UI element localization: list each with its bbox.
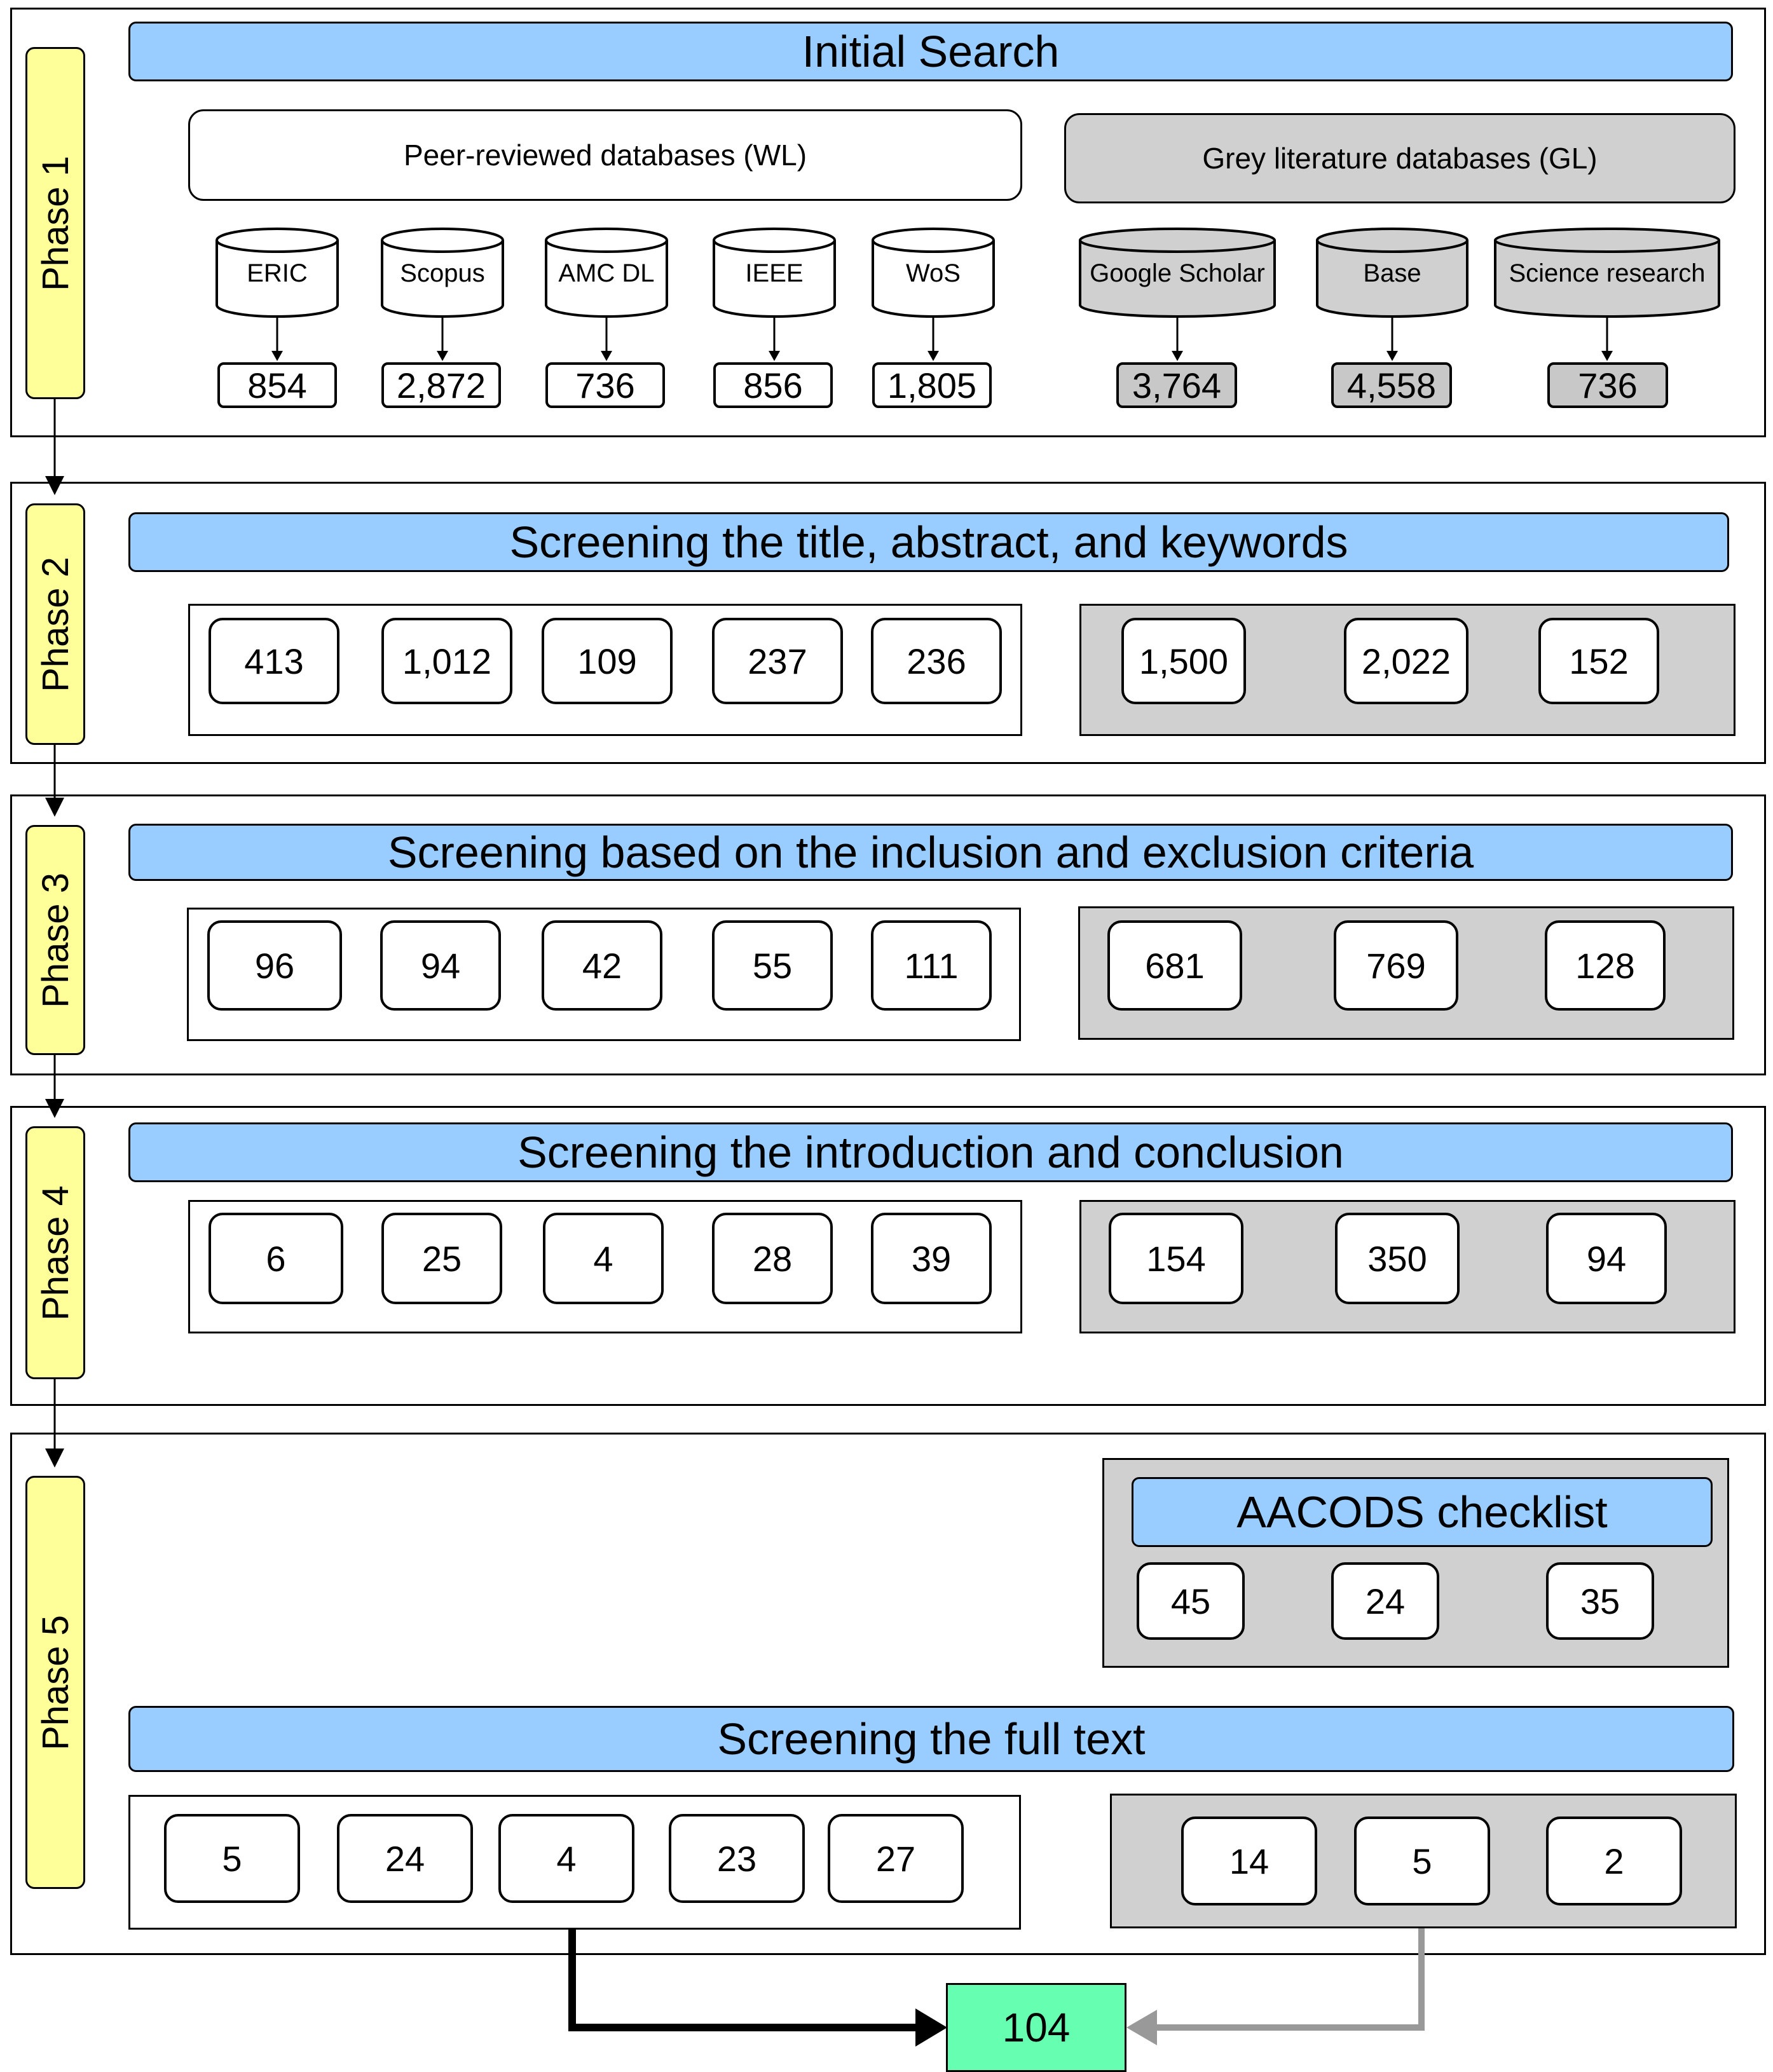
final-total-box: 104 <box>946 1983 1126 2072</box>
db-base-label: Base <box>1363 259 1421 287</box>
count-science-research: 736 <box>1547 362 1668 408</box>
phase-4-title: Screening the introduction and conclusio… <box>128 1122 1733 1182</box>
aacods-count: 35 <box>1546 1562 1654 1640</box>
count-amcdl: 736 <box>545 362 665 408</box>
phase-4-wl-count: 25 <box>381 1213 502 1304</box>
phase-3-title: Screening based on the inclusion and exc… <box>128 824 1733 881</box>
phase-1-title: Initial Search <box>128 22 1733 81</box>
count-google-scholar: 3,764 <box>1116 362 1237 408</box>
phase-3-tab: Phase 3 <box>25 825 85 1055</box>
phase-4-wl-count: 6 <box>209 1213 343 1304</box>
phase-2-gl-count: 152 <box>1538 618 1659 704</box>
phase-2-gl-count: 1,500 <box>1121 618 1246 704</box>
phase-5-label: Phase 5 <box>34 1614 76 1750</box>
phase-4-gl-count: 154 <box>1109 1213 1243 1304</box>
phase-5-wl-count: 4 <box>498 1814 634 1903</box>
phase-1-label: Phase 1 <box>34 155 76 291</box>
phase-3-wl-count: 94 <box>380 920 501 1011</box>
phase-5-wl-count: 23 <box>669 1814 805 1903</box>
phase-4-wl-count: 28 <box>712 1213 833 1304</box>
count-wos: 1,805 <box>872 362 992 408</box>
gl-databases-header: Grey literature databases (GL) <box>1064 113 1735 203</box>
db-science-research-label: Science research <box>1509 259 1706 287</box>
phase-2-wl-count: 109 <box>542 618 673 704</box>
phase-5-gl-count: 14 <box>1181 1816 1317 1905</box>
aacods-title: AACODS checklist <box>1132 1477 1713 1547</box>
count-base: 4,558 <box>1331 362 1452 408</box>
phase-3-wl-count: 111 <box>871 920 992 1011</box>
phase-3-wl-count: 42 <box>542 920 662 1011</box>
count-ieee: 856 <box>713 362 833 408</box>
phase-2-wl-count: 1,012 <box>381 618 512 704</box>
phase-5-gl-count: 5 <box>1354 1816 1490 1905</box>
phase-2-gl-count: 2,022 <box>1344 618 1468 704</box>
phase-5-gl-count: 2 <box>1546 1816 1682 1905</box>
phase-2-wl-count: 237 <box>712 618 843 704</box>
phase-3-gl-count: 128 <box>1545 920 1666 1011</box>
count-scopus: 2,872 <box>381 362 501 408</box>
phase-5-wl-count: 5 <box>164 1814 300 1903</box>
phase-3-gl-count: 769 <box>1334 920 1458 1011</box>
gl-to-total-arrowhead <box>1126 2010 1157 2045</box>
db-ieee-label: IEEE <box>745 259 804 287</box>
db-eric-label: ERIC <box>247 259 308 287</box>
phase-5-tab: Phase 5 <box>25 1476 85 1889</box>
phase-3-wl-count: 96 <box>207 920 342 1011</box>
phase-4-gl-count: 350 <box>1335 1213 1460 1304</box>
aacods-count: 24 <box>1331 1562 1439 1640</box>
phase-2-wl-count: 236 <box>871 618 1002 704</box>
db-amcdl-label: AMC DL <box>558 259 655 287</box>
phase-3-gl-count: 681 <box>1107 920 1242 1011</box>
phase-4-wl-count: 4 <box>543 1213 664 1304</box>
wl-databases-header: Peer-reviewed databases (WL) <box>188 109 1022 201</box>
db-wos-label: WoS <box>906 259 961 287</box>
phase-4-tab: Phase 4 <box>25 1126 85 1379</box>
phase-5-wl-count: 27 <box>828 1814 964 1903</box>
phase-4-gl-count: 94 <box>1546 1213 1667 1304</box>
phase-2-label: Phase 2 <box>34 556 76 692</box>
phase-3-wl-count: 55 <box>712 920 833 1011</box>
phase-2-wl-count: 413 <box>209 618 339 704</box>
phase-1-tab: Phase 1 <box>25 47 85 399</box>
phase-2-title: Screening the title, abstract, and keywo… <box>128 512 1729 572</box>
phase-4-wl-count: 39 <box>871 1213 992 1304</box>
phase-2-tab: Phase 2 <box>25 503 85 745</box>
count-eric: 854 <box>217 362 337 408</box>
phase-4-label: Phase 4 <box>34 1185 76 1321</box>
wl-to-total-arrowhead <box>915 2008 947 2047</box>
db-scopus-label: Scopus <box>400 259 485 287</box>
phase-5-title: Screening the full text <box>128 1706 1734 1772</box>
phase-3-label: Phase 3 <box>34 872 76 1008</box>
aacods-count: 45 <box>1137 1562 1245 1640</box>
phase-5-wl-count: 24 <box>337 1814 473 1903</box>
db-google-scholar-label: Google Scholar <box>1090 259 1265 287</box>
